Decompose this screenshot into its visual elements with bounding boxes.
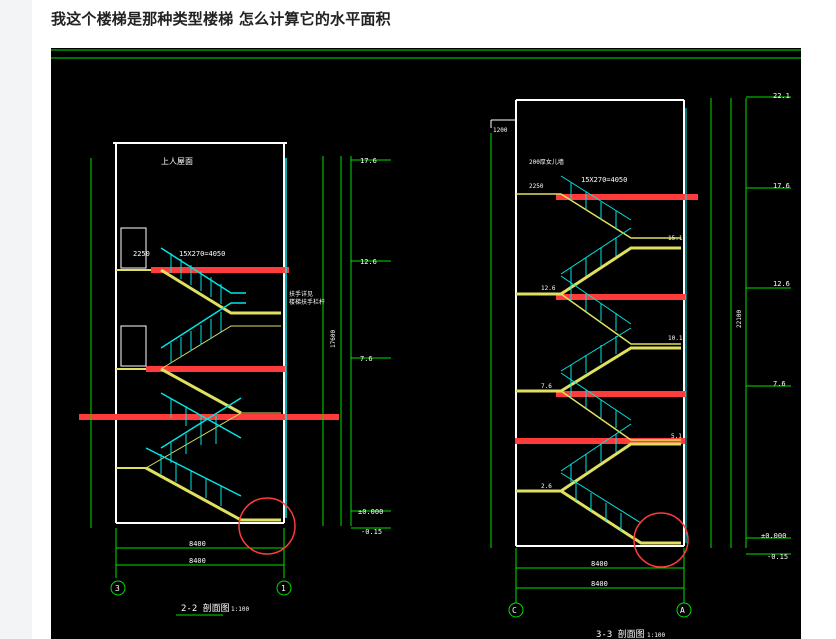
left-section-title: 2-2 剖面图 [181, 602, 230, 614]
right-bottom-mark: ±0.000 [761, 532, 786, 540]
right-elev-2: 17.6 [773, 182, 790, 190]
right-total-dim-1: 8400 [591, 560, 608, 568]
right-total-dim-2: 8400 [591, 580, 608, 588]
right-elev-1: 22.1 [773, 92, 790, 100]
left-section-scale: 1:100 [231, 606, 249, 613]
left-note-1: 扶手详见 [289, 290, 313, 298]
drawing-image[interactable]: 上人屋面 15X270=4050 2250 17.6 12.6 7.6 ±0.0… [51, 48, 801, 639]
right-top-width: 1200 [493, 127, 508, 134]
right-stair-spec: 15X270=4050 [581, 176, 627, 184]
right-section-title: 3-3 剖面图 [596, 628, 645, 639]
left-bottom-outside: -0.15 [361, 528, 382, 536]
right-landing-3: 10.1 [668, 335, 683, 342]
right-section: 2250 15X270=4050 1200 200厚女儿墙 22.1 17.6 … [490, 92, 791, 639]
left-elev-3: 7.6 [360, 355, 373, 363]
left-note-2: 楼梯扶手栏杆 [289, 298, 325, 306]
left-elev-2: 12.6 [360, 258, 377, 266]
left-total-height: 17600 [330, 330, 337, 348]
left-stair-spec: 15X270=4050 [179, 250, 225, 258]
right-elev-4: 7.6 [773, 380, 786, 388]
right-landing-1: 15.1 [668, 235, 683, 242]
right-landing-6: 2.6 [541, 483, 552, 490]
left-axis-1: 1 [281, 584, 286, 593]
right-bottom-outside: -0.15 [767, 553, 788, 561]
right-elev-3: 12.6 [773, 280, 790, 288]
right-total-height: 22100 [736, 310, 743, 328]
right-landing-2: 12.6 [541, 285, 556, 292]
left-total-dim-1: 8400 [189, 540, 206, 548]
question-title: 我这个楼梯是那种类型楼梯 怎么计算它的水平面积 [51, 10, 391, 28]
left-gutter [0, 0, 32, 639]
left-roof-label: 上人屋面 [161, 157, 193, 166]
right-axis-c: C [512, 606, 517, 615]
right-note: 200厚女儿墙 [529, 158, 564, 166]
right-landing-4: 7.6 [541, 383, 552, 390]
right-landing-5: 5.1 [671, 433, 682, 440]
left-bottom-mark: ±0.000 [358, 508, 383, 516]
left-axis-3: 3 [115, 584, 120, 593]
left-landing-width: 2250 [133, 250, 150, 258]
left-elev-1: 17.6 [360, 157, 377, 165]
left-total-dim-2: 8400 [189, 557, 206, 565]
right-section-scale: 1:100 [647, 632, 665, 639]
right-axis-a: A [680, 606, 685, 615]
left-section: 上人屋面 15X270=4050 2250 17.6 12.6 7.6 ±0.0… [79, 142, 391, 616]
right-landing-width: 2250 [529, 183, 544, 190]
